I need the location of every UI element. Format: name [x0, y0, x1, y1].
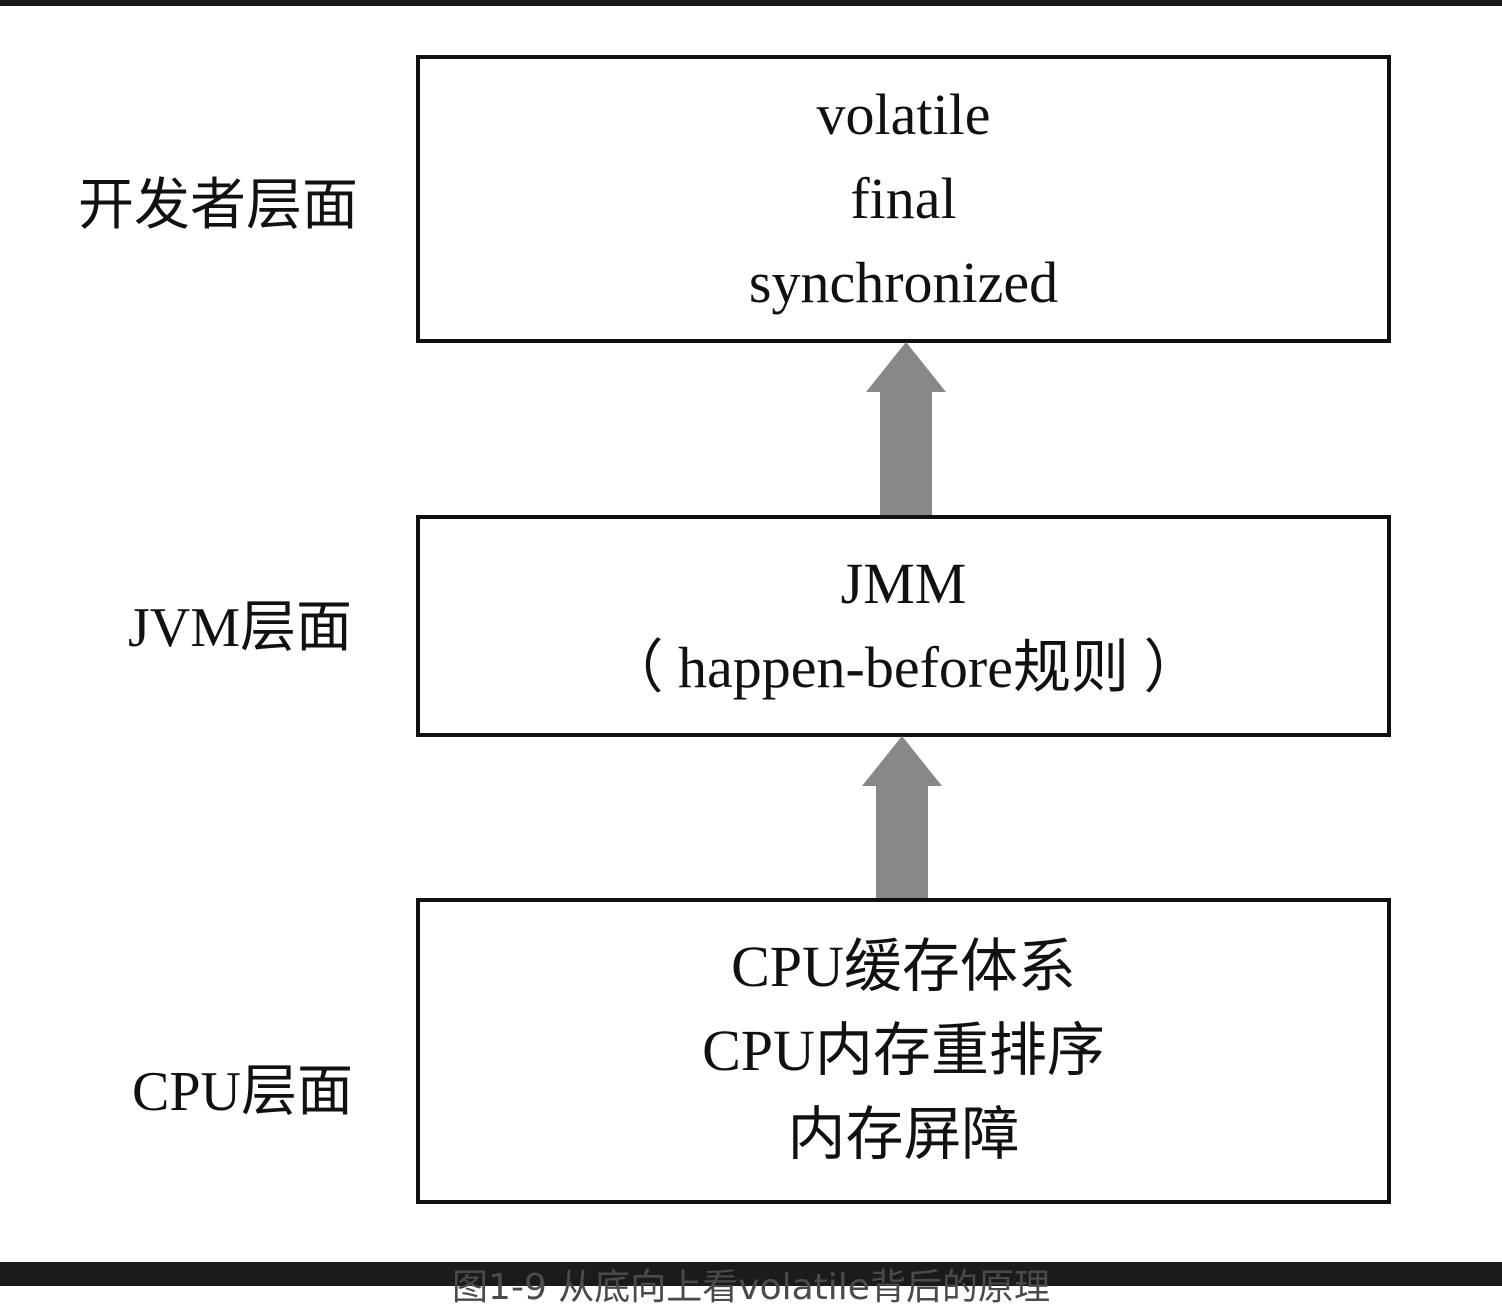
box-line-synchronized: synchronized — [748, 250, 1059, 316]
developer-box: volatile final synchronized — [416, 55, 1391, 343]
box-line-cpu-cache: CPU缓存体系 — [731, 933, 1076, 999]
caption-bar: 图1-9 从底向上看volatile背后的原理 — [0, 1262, 1502, 1306]
box-line-happen-before: （ happen-before规则 ） — [605, 635, 1202, 700]
top-bar — [0, 0, 1502, 6]
jvm-box: JMM （ happen-before规则 ） — [416, 515, 1391, 737]
box-line-cpu-reorder: CPU内存重排序 — [702, 1017, 1105, 1083]
figure-caption: 图1-9 从底向上看volatile背后的原理 — [452, 1267, 1050, 1308]
developer-level-label: 开发者层面 — [78, 175, 358, 237]
cpu-level-label: CPU层面 — [132, 1061, 353, 1123]
box-line-volatile: volatile — [816, 81, 991, 147]
jvm-level-label: JVM层面 — [128, 597, 353, 659]
box-line-jmm: JMM — [840, 550, 967, 616]
cpu-box: CPU缓存体系 CPU内存重排序 内存屏障 — [416, 898, 1391, 1204]
box-line-memory-barrier: 内存屏障 — [787, 1102, 1020, 1168]
box-line-final: final — [850, 165, 957, 231]
